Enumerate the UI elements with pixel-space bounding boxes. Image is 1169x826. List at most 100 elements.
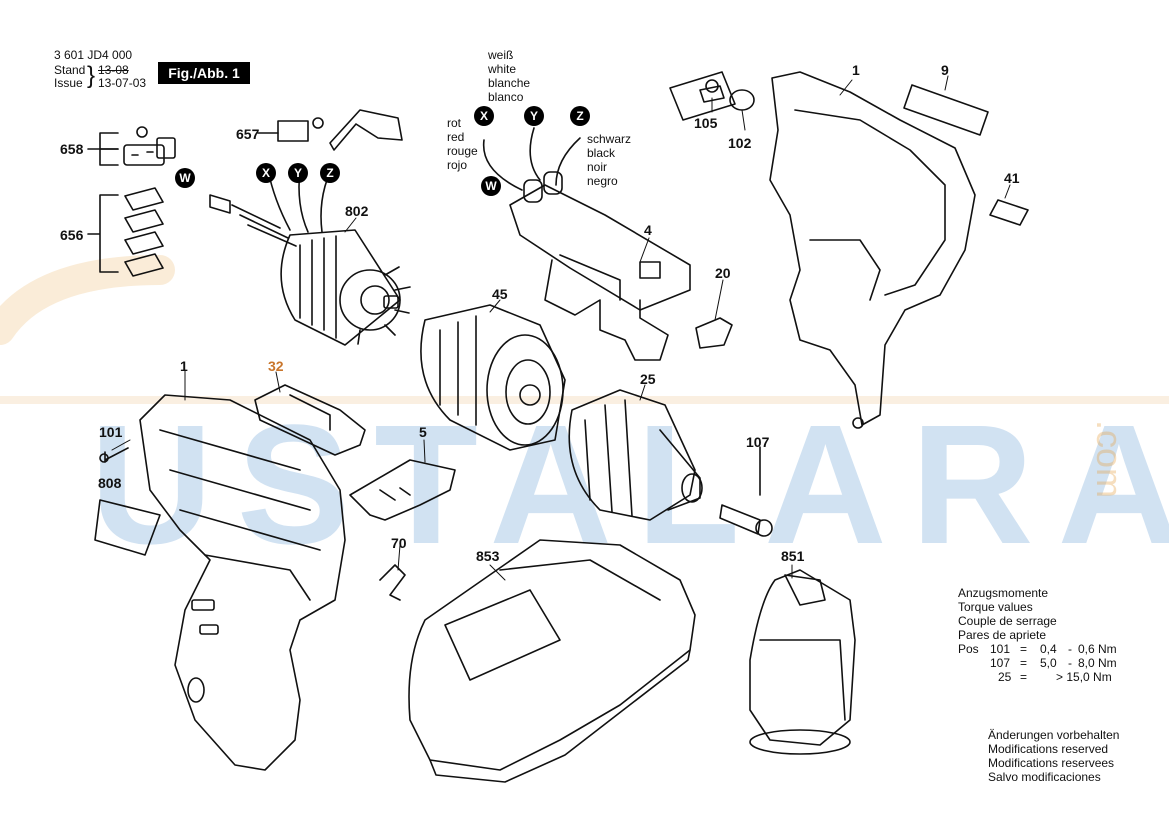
torque-max: 0,6 Nm [1078, 642, 1117, 656]
part-number-5: 5 [419, 424, 427, 440]
part-number-41: 41 [1004, 170, 1020, 186]
torque-dash: - [1068, 642, 1072, 656]
part-number-656: 656 [60, 227, 84, 243]
wire-label-red-fr: rouge [447, 144, 478, 158]
part-657-lever [257, 109, 403, 151]
issue-date: 13-07-03 [98, 76, 147, 90]
part-853-charger [408, 539, 696, 783]
torque-line-de: Anzugsmomente [958, 586, 1049, 600]
wire-label-black-en: black [587, 146, 616, 160]
mod-line-de: Änderungen vorbehalten [988, 728, 1120, 742]
modifications-note: Änderungen vorbehalten Modifications res… [988, 728, 1119, 784]
part-45-gearbox [420, 304, 566, 451]
part-number-802: 802 [345, 203, 369, 219]
part-number-1-left: 1 [180, 358, 188, 374]
part-number-25: 25 [640, 371, 656, 387]
stand-label: Stand [54, 63, 86, 77]
part-851-battery [749, 569, 856, 755]
torque-max: 8,0 Nm [1078, 656, 1117, 670]
part-number-70: 70 [391, 535, 407, 551]
part-number-851: 851 [781, 548, 805, 564]
mod-line-es: Salvo modificaciones [988, 770, 1101, 784]
wire-label-black-es: negro [587, 174, 618, 188]
part-number-101: 101 [99, 424, 123, 440]
torque-pos: 107 [990, 656, 1011, 670]
torque-min: 0,4 [1040, 642, 1057, 656]
part-70-spring [379, 564, 406, 601]
part-802-motor [209, 169, 411, 346]
brace: } [87, 62, 96, 89]
leader-lines [111, 75, 1011, 581]
wire-label-white-en: white [488, 62, 517, 76]
stand-date: 13-08 [98, 63, 129, 77]
part-107-screw [719, 446, 773, 537]
torque-dash: - [1068, 656, 1072, 670]
part-number-45: 45 [492, 286, 508, 302]
torque-line-es: Pares de apriete [958, 628, 1047, 642]
part-1-housing-right [769, 71, 976, 429]
torque-row-101: Pos 101 = 0,4 - 0,6 Nm [958, 642, 1118, 656]
torque-min: 5,0 [1040, 656, 1057, 670]
connector-x-motor: X [256, 163, 276, 183]
torque-pos: 25 [998, 670, 1012, 684]
wire-label-white-fr: blanche [488, 76, 531, 90]
part-101-screw [99, 447, 129, 463]
part-20-button [695, 317, 733, 349]
brackets-658-656 [87, 132, 119, 273]
part-number-658: 658 [60, 141, 84, 157]
torque-row-25: 25 = > 15,0 Nm [958, 670, 1118, 684]
connector-y-motor: Y [288, 163, 308, 183]
part-105-102 [669, 71, 755, 121]
connector-w-motor: W [175, 168, 195, 188]
torque-heading: Anzugsmomente Torque values Couple de se… [958, 586, 1057, 642]
mod-line-en: Modifications reserved [988, 742, 1109, 756]
part-5-bracket [349, 459, 456, 521]
torque-max: > 15,0 Nm [1056, 670, 1112, 684]
part-number-4: 4 [644, 222, 652, 238]
part-658-switch [123, 126, 176, 166]
torque-eq: = [1020, 670, 1028, 684]
part-number-808: 808 [98, 475, 122, 491]
torque-pos: 101 [990, 642, 1011, 656]
part-number-1-right: 1 [852, 62, 860, 78]
torque-line-fr: Couple de serrage [958, 614, 1057, 628]
torque-line-en: Torque values [958, 600, 1033, 614]
wire-label-red-en: red [447, 130, 465, 144]
connector-y-pcb: Y [524, 106, 544, 126]
issue-label: Issue [54, 76, 83, 90]
torque-row-107: 107 = 5,0 - 8,0 Nm [958, 656, 1118, 670]
wire-label-black-fr: noir [587, 160, 608, 174]
pos-label: Pos [958, 642, 979, 656]
doc-number: 3 601 JD4 000 [54, 48, 133, 62]
part-number-657: 657 [236, 126, 260, 142]
part-number-20: 20 [715, 265, 731, 281]
figure-label: Fig./Abb. 1 [158, 62, 250, 84]
part-32-slider [254, 384, 366, 456]
wire-label-white-de: weiß [488, 48, 514, 62]
part-number-9: 9 [941, 62, 949, 78]
connector-z-motor: Z [320, 163, 340, 183]
watermark-arc [0, 255, 175, 345]
part-656-sliders [124, 187, 164, 277]
part-number-102: 102 [728, 135, 752, 151]
wire-label-red-de: rot [447, 116, 462, 130]
wire-label-white-es: blanco [488, 90, 524, 104]
wire-label-red-es: rojo [447, 158, 468, 172]
connector-x-pcb: X [474, 106, 494, 126]
connector-w-pcb: W [481, 176, 501, 196]
part-25-chuck [568, 389, 703, 521]
part-number-853: 853 [476, 548, 500, 564]
torque-eq: = [1020, 642, 1028, 656]
part-1-housing-left [139, 394, 346, 771]
wire-label-black-de: schwarz [587, 132, 632, 146]
part-4-electronics [482, 127, 691, 361]
torque-eq: = [1020, 656, 1028, 670]
part-41-plate [989, 199, 1029, 226]
part-9-plate [903, 84, 989, 136]
part-number-32: 32 [268, 358, 284, 374]
part-808-plate [94, 499, 161, 556]
connector-z-pcb: Z [570, 106, 590, 126]
part-number-105: 105 [694, 115, 718, 131]
